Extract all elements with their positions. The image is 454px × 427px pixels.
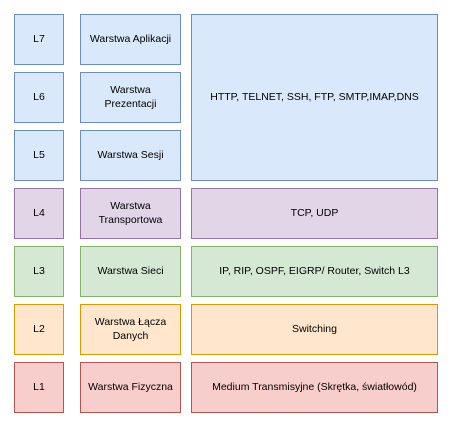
layer-name-l3: Warstwa Sieci bbox=[80, 246, 181, 297]
layer-number-l3: L3 bbox=[14, 246, 64, 297]
layer-number-l7: L7 bbox=[14, 14, 64, 65]
layer-number-l5: L5 bbox=[14, 130, 64, 181]
layer-name-l7: Warstwa Aplikacji bbox=[80, 14, 181, 65]
layer-name-l5: Warstwa Sesji bbox=[80, 130, 181, 181]
layer-name-l1: Warstwa Fizyczna bbox=[80, 362, 181, 413]
protocols-datalink: Switching bbox=[191, 304, 438, 355]
protocols-physical: Medium Transmisyjne (Skrętka, światłowód… bbox=[191, 362, 438, 413]
layer-number-l4: L4 bbox=[14, 188, 64, 239]
protocols-network: IP, RIP, OSPF, EIGRP/ Router, Switch L3 bbox=[191, 246, 438, 297]
layer-number-l2: L2 bbox=[14, 304, 64, 355]
layer-name-l4: Warstwa Transportowa bbox=[80, 188, 181, 239]
protocols-transport: TCP, UDP bbox=[191, 188, 438, 239]
layer-name-l6: Warstwa Prezentacji bbox=[80, 72, 181, 123]
layer-number-l6: L6 bbox=[14, 72, 64, 123]
layer-name-l2: Warstwa Łącza Danych bbox=[80, 304, 181, 355]
protocols-upper-layers: HTTP, TELNET, SSH, FTP, SMTP,IMAP,DNS bbox=[191, 14, 438, 181]
layer-number-l1: L1 bbox=[14, 362, 64, 413]
